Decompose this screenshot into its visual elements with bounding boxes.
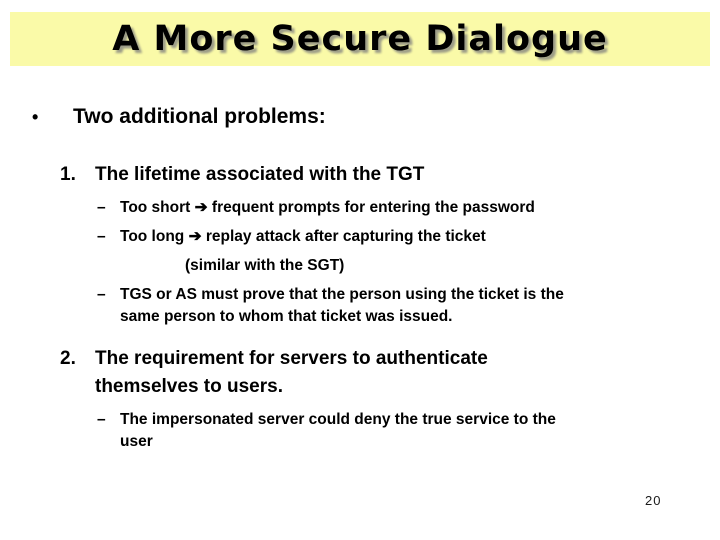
item-2-body: The requirement for servers to authentic… [95, 345, 556, 460]
slide-body: • Two additional problems: 1. The lifeti… [32, 104, 720, 460]
sub-bullet-too-long: – Too long ➔ replay attack after capturi… [97, 226, 564, 248]
item-2-text-line-1: The requirement for servers to authentic… [95, 348, 488, 369]
dash-icon: – [97, 228, 106, 245]
item-1-text: The lifetime associated with the TGT [95, 164, 425, 185]
lead-bullet-line: • Two additional problems: [32, 104, 720, 130]
dash-icon: – [97, 286, 106, 303]
title-banner: A More Secure Dialogue [10, 12, 710, 66]
sub-text: Too long ➔ replay attack after capturing… [120, 228, 486, 245]
item-1-sublist: – Too short ➔ frequent prompts for enter… [97, 197, 564, 328]
numbered-item-2: 2. The requirement for servers to authen… [60, 345, 720, 460]
bullet-icon: • [32, 107, 39, 127]
item-2-text-line-2: themselves to users. [95, 376, 283, 397]
sub-text: (similar with the SGT) [185, 257, 345, 274]
dash-icon: – [97, 199, 106, 216]
item-1-number: 1. [60, 164, 76, 185]
sub-note-similar-sgt: (similar with the SGT) [97, 255, 564, 277]
sub-text: The impersonated server could deny the t… [120, 411, 556, 450]
item-1-body: The lifetime associated with the TGT – T… [95, 161, 564, 335]
item-2-sublist: – The impersonated server could deny the… [97, 409, 556, 453]
sub-text: TGS or AS must prove that the person usi… [120, 286, 564, 325]
sub-text: Too short ➔ frequent prompts for enterin… [120, 199, 535, 216]
dash-placeholder [97, 255, 120, 277]
slide-title: A More Secure Dialogue [112, 19, 608, 59]
sub-bullet-too-short: – Too short ➔ frequent prompts for enter… [97, 197, 564, 219]
sub-bullet-tgs-as-prove: – TGS or AS must prove that the person u… [97, 284, 564, 328]
numbered-item-1: 1. The lifetime associated with the TGT … [60, 161, 720, 335]
lead-bullet-text: Two additional problems: [73, 105, 326, 128]
page-number: 20 [645, 493, 662, 508]
dash-icon: – [97, 411, 106, 428]
sub-bullet-impersonated-server: – The impersonated server could deny the… [97, 409, 556, 453]
item-2-number: 2. [60, 348, 76, 369]
